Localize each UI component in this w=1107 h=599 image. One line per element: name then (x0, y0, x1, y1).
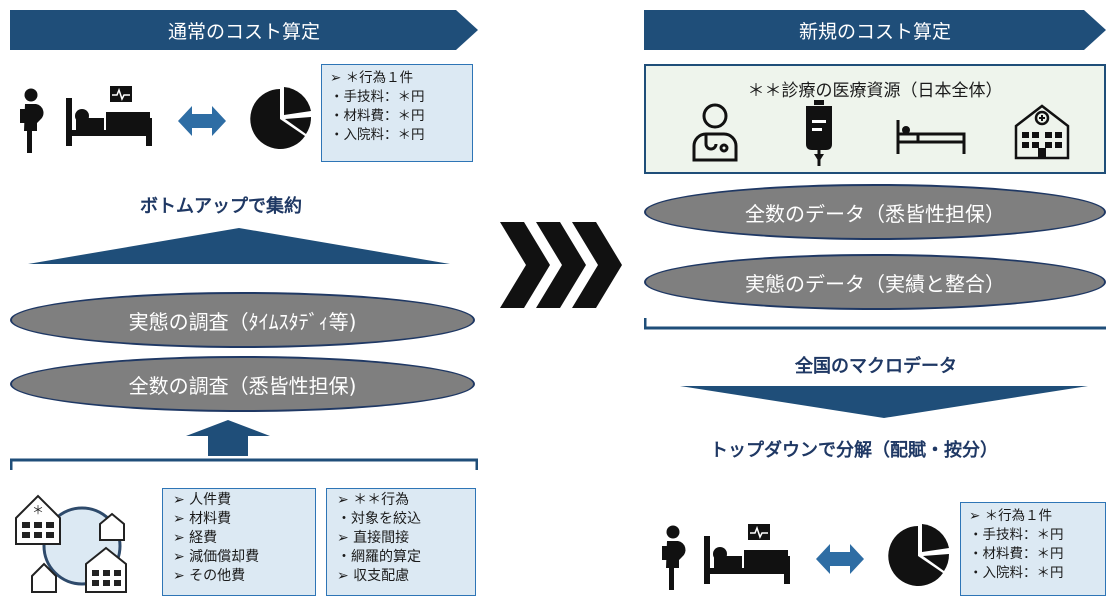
top-down-title: トップダウンで分解（配賦・按分） (710, 440, 998, 461)
left-ellipse-all: 全数の調査（悉皆性担保) (10, 356, 475, 412)
facilities-cluster-icon: ＊ (15, 494, 127, 593)
bed-icon (896, 120, 966, 154)
up-arrow (186, 420, 270, 456)
transition-chevrons (500, 222, 622, 308)
info-line: ・入院料：＊円 (330, 127, 425, 143)
resources-title: ＊＊診療の医療資源（日本全体） (747, 81, 1003, 101)
right-icon-row (660, 522, 960, 594)
info-line: ・材料費：＊円 (330, 108, 425, 124)
aggregate-triangle (28, 228, 450, 264)
info-line: ➢ ＊行為１件 (969, 508, 1053, 524)
doctor-icon (692, 103, 738, 162)
info-line: ・入院料：＊円 (969, 565, 1064, 581)
hospital-bed-icon (66, 86, 152, 146)
cost-item: ➢ 人件費 (173, 492, 232, 508)
left-ellipse-actual: 実態の調査（ﾀｲﾑｽﾀﾃﾞｨ等) (10, 292, 475, 348)
pregnant-woman-icon (662, 525, 686, 590)
cost-item: ➢ 減価償却費 (173, 549, 260, 565)
method-item: ➢ 収支配慮 (337, 568, 410, 584)
left-icon-row (18, 82, 318, 158)
info-line: ➢ ＊行為１件 (330, 70, 414, 86)
double-arrow-icon (178, 106, 226, 136)
svg-text:＊: ＊ (32, 503, 44, 517)
hospital-building-icon (1014, 104, 1070, 160)
iv-drip-icon (806, 100, 832, 166)
left-unit-cost-box: ➢ ＊行為１件 ・手技料：＊円 ・材料費：＊円 ・入院料：＊円 (321, 64, 473, 162)
pie-chart-icon (250, 87, 312, 149)
info-line: ・手技料：＊円 (330, 89, 425, 105)
cost-items-box: ➢ 人件費 ➢ 材料費 ➢ 経費 ➢ 減価償却費 ➢ その他費 (162, 488, 316, 596)
cost-item: ➢ 経費 (173, 530, 218, 546)
decompose-triangle (680, 386, 1088, 418)
left-bracket (10, 458, 478, 470)
right-ellipse-actual: 実態のデータ（実績と整合） (644, 254, 1106, 310)
double-arrow-icon (816, 544, 864, 574)
right-bracket (644, 318, 1106, 330)
method-items-box: ➢ ＊＊行為 ・対象を絞込 ➢ 直接間接 ・網羅的算定 ➢ 収支配慮 (326, 488, 476, 596)
bottom-up-title: ボトムアップで集約 (140, 196, 302, 217)
method-item: ・対象を絞込 (337, 511, 421, 527)
method-item: ➢ 直接間接 (337, 530, 410, 546)
left-banner: 通常のコスト算定 (10, 10, 478, 50)
info-line: ・材料費：＊円 (969, 546, 1064, 562)
cost-item: ➢ 材料費 (173, 511, 232, 527)
macro-data-title: 全国のマクロデータ (795, 356, 957, 377)
hospital-bed-icon (704, 524, 790, 584)
method-item: ・網羅的算定 (337, 549, 421, 565)
medical-resources-box: ＊＊診療の医療資源（日本全体） (644, 64, 1106, 174)
pregnant-woman-icon (20, 88, 44, 153)
cost-item: ➢ その他費 (173, 568, 246, 584)
right-ellipse-all: 全数のデータ（悉皆性担保） (644, 184, 1106, 240)
info-line: ・手技料：＊円 (969, 527, 1064, 543)
right-unit-cost-box: ➢ ＊行為１件 ・手技料：＊円 ・材料費：＊円 ・入院料：＊円 (960, 502, 1106, 596)
left-banner-label: 通常のコスト算定 (167, 20, 320, 43)
right-banner-label: 新規のコスト算定 (798, 20, 951, 43)
pie-chart-icon (888, 524, 950, 586)
right-banner: 新規のコスト算定 (644, 10, 1106, 50)
method-item: ➢ ＊＊行為 (337, 492, 410, 508)
